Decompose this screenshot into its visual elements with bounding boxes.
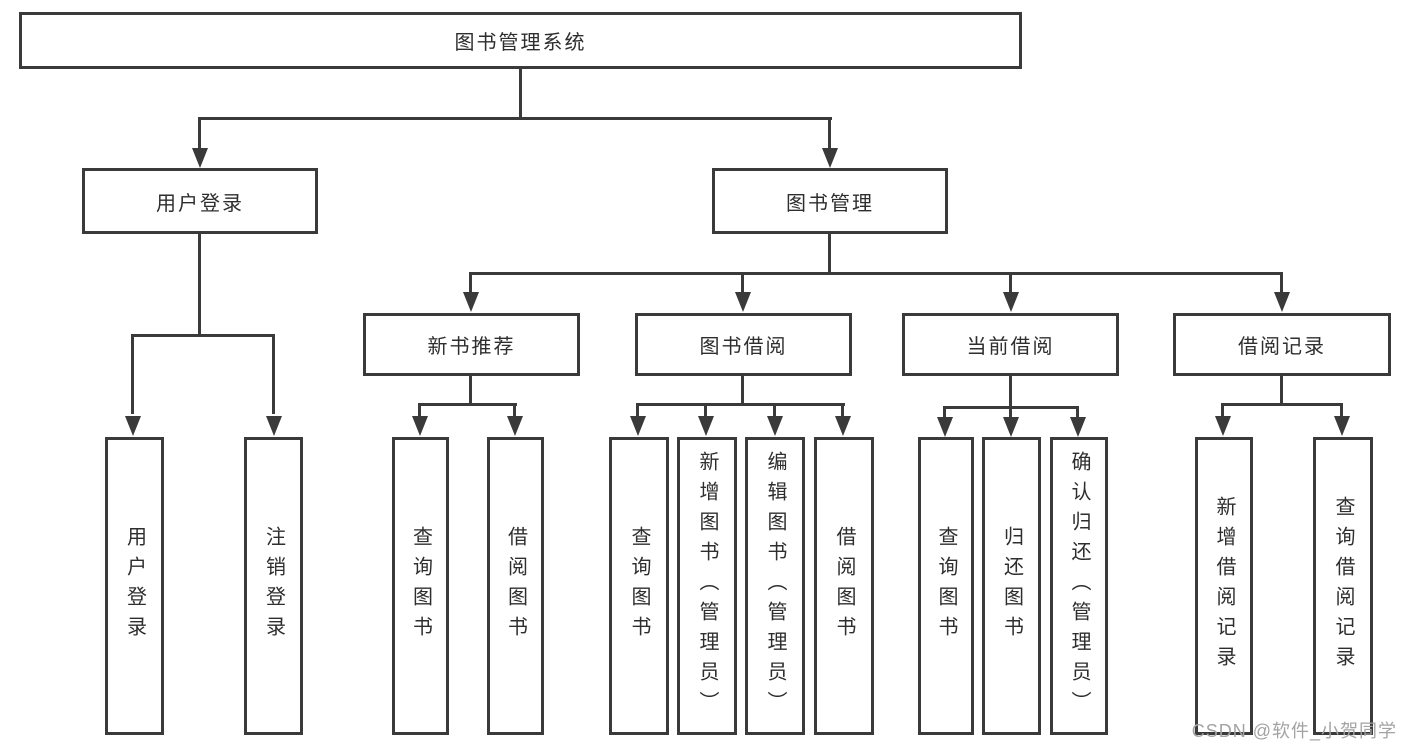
leaf-query-books-recommend: 查询图书 (392, 437, 449, 735)
node-label: 借阅图书 (504, 526, 527, 646)
leaf-query-borrow-record: 查询借阅记录 (1313, 437, 1373, 735)
node-label: 归还图书 (1000, 526, 1023, 646)
arrowhead-down-icon (507, 416, 523, 436)
connector-line (636, 403, 639, 418)
node-label: 借阅记录 (1238, 336, 1326, 358)
arrowhead-down-icon (822, 148, 838, 168)
leaf-query-books-current: 查询图书 (918, 437, 974, 735)
arrowhead-down-icon (1003, 292, 1019, 312)
arrowhead-down-icon (937, 417, 953, 437)
connector-line (828, 233, 831, 275)
connector-line (1340, 403, 1343, 418)
node-label: 图书管理系统 (454, 32, 587, 54)
connector-line (198, 117, 201, 150)
node-library-management-system: 图书管理系统 (19, 12, 1022, 69)
connector-line (469, 272, 472, 293)
arrowhead-down-icon (266, 416, 282, 436)
arrowhead-down-icon (835, 416, 851, 436)
connector-line (741, 375, 744, 406)
node-borrowing-records: 借阅记录 (1173, 313, 1391, 376)
node-label: 确认归还（管理员） (1068, 451, 1090, 721)
connector-line (469, 375, 472, 406)
arrowhead-down-icon (192, 148, 208, 168)
connector-line (704, 403, 707, 418)
leaf-borrow-books-recommend: 借阅图书 (487, 437, 544, 735)
node-label: 编辑图书（管理员） (764, 451, 786, 721)
node-label: 新增借阅记录 (1213, 496, 1235, 676)
leaf-query-books-borrow: 查询图书 (609, 437, 669, 735)
arrowhead-down-icon (1334, 416, 1350, 436)
leaf-edit-book-admin: 编辑图书（管理员） (745, 437, 805, 735)
node-new-book-recommendation: 新书推荐 (363, 313, 580, 376)
node-current-borrowing: 当前借阅 (902, 313, 1119, 376)
node-label: 查询图书 (409, 526, 432, 646)
node-label: 当前借阅 (966, 336, 1055, 358)
node-user-login: 用户登录 (82, 168, 318, 234)
connector-line (1221, 403, 1343, 406)
connector-line (828, 117, 831, 150)
arrowhead-down-icon (412, 416, 428, 436)
connector-line (1221, 403, 1224, 418)
node-label: 用户登录 (123, 526, 146, 646)
connector-line (272, 334, 275, 414)
leaf-add-book-admin: 新增图书（管理员） (677, 437, 737, 735)
leaf-logout: 注销登录 (244, 437, 303, 735)
node-label: 查询图书 (628, 526, 650, 646)
node-label: 用户登录 (156, 192, 244, 215)
csdn-watermark: CSDN @软件_小贺同学 (1191, 721, 1397, 741)
connector-line (513, 403, 516, 418)
connector-line (519, 69, 522, 119)
node-label: 注销登录 (262, 526, 285, 646)
leaf-user-login: 用户登录 (105, 437, 164, 735)
arrowhead-down-icon (630, 416, 646, 436)
connector-line (198, 233, 201, 337)
connector-line (1009, 375, 1012, 409)
node-book-borrowing: 图书借阅 (635, 313, 852, 376)
connector-line (131, 334, 134, 414)
arrowhead-down-icon (463, 292, 479, 312)
connector-line (1280, 375, 1283, 406)
node-label: 查询借阅记录 (1332, 496, 1354, 676)
arrowhead-down-icon (735, 292, 751, 312)
connector-line (418, 403, 421, 418)
leaf-return-book: 归还图书 (982, 437, 1041, 735)
connector-line (841, 403, 844, 418)
leaf-confirm-return-admin: 确认归还（管理员） (1050, 437, 1108, 735)
leaf-borrow-books: 借阅图书 (814, 437, 874, 735)
arrowhead-down-icon (125, 416, 141, 436)
node-label: 查询图书 (935, 526, 957, 646)
connector-line (1076, 406, 1079, 418)
arrowhead-down-icon (1003, 417, 1019, 437)
connector-line (418, 403, 517, 406)
leaf-add-borrow-record: 新增借阅记录 (1195, 437, 1253, 735)
connector-line (469, 272, 1283, 275)
node-book-management: 图书管理 (712, 168, 948, 234)
arrowhead-down-icon (1274, 292, 1290, 312)
arrowhead-down-icon (1215, 416, 1231, 436)
connector-line (1280, 272, 1283, 293)
connector-line (741, 272, 744, 293)
connector-line (943, 406, 946, 418)
connector-line (636, 403, 845, 406)
connector-line (131, 334, 275, 337)
connector-line (773, 403, 776, 418)
node-label: 图书借阅 (699, 336, 788, 358)
connector-line (1009, 406, 1012, 418)
connector-line (198, 117, 832, 120)
node-label: 新增图书（管理员） (696, 451, 718, 721)
node-label: 新书推荐 (427, 336, 516, 358)
arrowhead-down-icon (698, 416, 714, 436)
node-label: 图书管理 (786, 192, 874, 215)
node-label: 借阅图书 (833, 526, 855, 646)
arrowhead-down-icon (1070, 417, 1086, 437)
connector-line (1009, 272, 1012, 293)
arrowhead-down-icon (767, 416, 783, 436)
